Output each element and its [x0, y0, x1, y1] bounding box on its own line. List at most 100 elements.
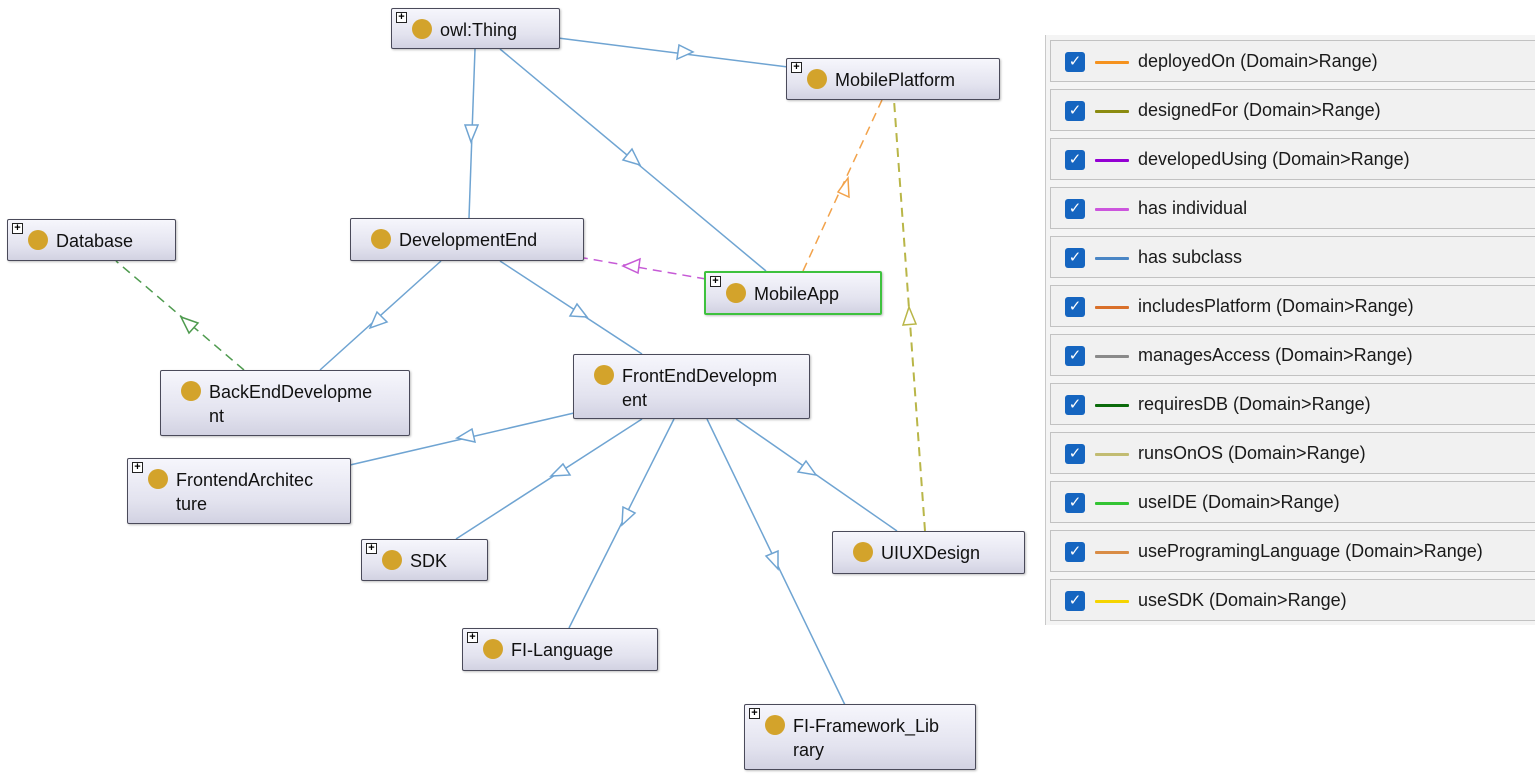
color-swatch	[1095, 404, 1129, 407]
checkbox[interactable]: ✓	[1065, 52, 1085, 72]
checkbox[interactable]: ✓	[1065, 395, 1085, 415]
node-fi-framework-library[interactable]: + FI-Framework_Library	[744, 704, 976, 770]
arrowhead	[901, 304, 918, 326]
legend-label: deployedOn (Domain>Range)	[1138, 51, 1378, 71]
checkbox[interactable]: ✓	[1065, 444, 1085, 464]
class-icon	[148, 469, 168, 489]
arrowhead	[676, 43, 695, 61]
checkbox[interactable]: ✓	[1065, 297, 1085, 317]
arrowhead	[549, 462, 572, 477]
legend-label: designedFor (Domain>Range)	[1138, 100, 1381, 120]
ontology-graph: + owl:Thing + MobilePlatform + Database …	[7, 8, 1025, 770]
node-label: owl:Thing	[440, 20, 518, 40]
class-icon	[181, 381, 201, 401]
color-swatch	[1095, 159, 1129, 162]
legend-label: has subclass	[1138, 247, 1243, 267]
node-label: MobilePlatform	[835, 70, 956, 90]
legend-item-usesdk[interactable]: ✓ useSDK (Domain>Range)	[1050, 579, 1535, 621]
checkbox[interactable]: ✓	[1065, 542, 1085, 562]
arrowhead	[621, 257, 641, 275]
legend-item-has-subclass[interactable]: ✓ has subclass	[1050, 236, 1535, 278]
expand-icon[interactable]: +	[366, 543, 377, 554]
arrowhead	[621, 505, 637, 527]
checkbox[interactable]: ✓	[1065, 591, 1085, 611]
expand-icon[interactable]: +	[791, 62, 802, 73]
arrowhead	[568, 302, 589, 318]
node-label: UIUXDesign	[881, 543, 981, 563]
node-label: FrontendArchitecture	[176, 470, 314, 514]
legend-label: useProgramingLanguage (Domain>Range)	[1138, 541, 1483, 561]
expand-icon[interactable]: +	[132, 462, 143, 473]
node-label: Database	[56, 231, 134, 251]
node-fi-language[interactable]: + FI-Language	[462, 628, 658, 671]
legend-item-requiresdb[interactable]: ✓ requiresDB (Domain>Range)	[1050, 383, 1535, 425]
expand-icon[interactable]: +	[396, 12, 407, 23]
node-mobile-app[interactable]: + MobileApp	[704, 271, 882, 315]
legend-item-developedusing[interactable]: ✓ developedUsing (Domain>Range)	[1050, 138, 1535, 180]
expand-icon[interactable]: +	[467, 632, 478, 643]
legend-label: runsOnOS (Domain>Range)	[1138, 443, 1366, 463]
edge-mobile-app-development-end	[583, 257, 707, 280]
arrowhead	[368, 310, 389, 330]
class-icon	[371, 229, 391, 249]
legend-label: requiresDB (Domain>Range)	[1138, 394, 1371, 414]
arrowhead	[836, 175, 850, 199]
node-label: BackEndDevelopment	[209, 382, 373, 426]
legend-item-deployedon[interactable]: ✓ deployedOn (Domain>Range)	[1050, 40, 1535, 82]
graph-edges	[115, 37, 926, 706]
legend-item-has-individual[interactable]: ✓ has individual	[1050, 187, 1535, 229]
class-icon	[594, 365, 614, 385]
checkbox[interactable]: ✓	[1065, 199, 1085, 219]
class-icon	[28, 230, 48, 250]
color-swatch	[1095, 502, 1129, 505]
class-icon	[382, 550, 402, 570]
node-frontend-development[interactable]: FrontEndDevelopment	[573, 354, 810, 419]
checkbox[interactable]: ✓	[1065, 101, 1085, 121]
legend-item-managesaccess[interactable]: ✓ managesAccess (Domain>Range)	[1050, 334, 1535, 376]
color-swatch	[1095, 453, 1129, 456]
class-icon	[765, 715, 785, 735]
legend-item-designedfor[interactable]: ✓ designedFor (Domain>Range)	[1050, 89, 1535, 131]
color-swatch	[1095, 208, 1129, 211]
expand-icon[interactable]: +	[12, 223, 23, 234]
legend-label: useSDK (Domain>Range)	[1138, 590, 1347, 610]
edge-frontend-sdk	[455, 418, 643, 540]
node-backend-development[interactable]: BackEndDevelopment	[160, 370, 410, 436]
legend-panel: ✓ deployedOn (Domain>Range) ✓ designedFo…	[1045, 35, 1535, 625]
legend-label: useIDE (Domain>Range)	[1138, 492, 1340, 512]
node-sdk[interactable]: + SDK	[361, 539, 488, 581]
node-frontend-architecture[interactable]: + FrontendArchitecture	[127, 458, 351, 524]
legend-item-includesplatform[interactable]: ✓ includesPlatform (Domain>Range)	[1050, 285, 1535, 327]
node-ui-ux-design[interactable]: UIUXDesign	[832, 531, 1025, 574]
node-database[interactable]: + Database	[7, 219, 176, 261]
node-label: FI-Language	[511, 640, 614, 660]
checkbox[interactable]: ✓	[1065, 248, 1085, 268]
legend-label: developedUsing (Domain>Range)	[1138, 149, 1410, 169]
class-icon	[807, 69, 827, 89]
node-label: MobileApp	[754, 284, 840, 304]
checkbox[interactable]: ✓	[1065, 150, 1085, 170]
class-icon	[483, 639, 503, 659]
legend-label: has individual	[1138, 198, 1248, 218]
expand-icon[interactable]: +	[749, 708, 760, 719]
color-swatch	[1095, 551, 1129, 554]
color-swatch	[1095, 355, 1129, 358]
node-owl-thing[interactable]: + owl:Thing	[391, 8, 560, 49]
legend-label: managesAccess (Domain>Range)	[1138, 345, 1413, 365]
node-label: SDK	[410, 551, 448, 571]
color-swatch	[1095, 61, 1129, 64]
legend-item-runsonos[interactable]: ✓ runsOnOS (Domain>Range)	[1050, 432, 1535, 474]
node-label: FrontEndDevelopment	[622, 366, 778, 410]
checkbox[interactable]: ✓	[1065, 493, 1085, 513]
edge-owl-thing-mobile-platform	[557, 37, 789, 68]
color-swatch	[1095, 306, 1129, 309]
node-development-end[interactable]: DevelopmentEnd	[350, 218, 584, 261]
expand-icon[interactable]: +	[710, 276, 721, 287]
node-mobile-platform[interactable]: + MobilePlatform	[786, 58, 1000, 100]
legend-item-useide[interactable]: ✓ useIDE (Domain>Range)	[1050, 481, 1535, 523]
arrowhead	[463, 124, 480, 145]
checkbox[interactable]: ✓	[1065, 346, 1085, 366]
edge-backend-database	[115, 260, 245, 371]
node-label: FI-Framework_Library	[793, 716, 940, 760]
legend-item-useprograminglanguage[interactable]: ✓ useProgramingLanguage (Domain>Range)	[1050, 530, 1535, 572]
